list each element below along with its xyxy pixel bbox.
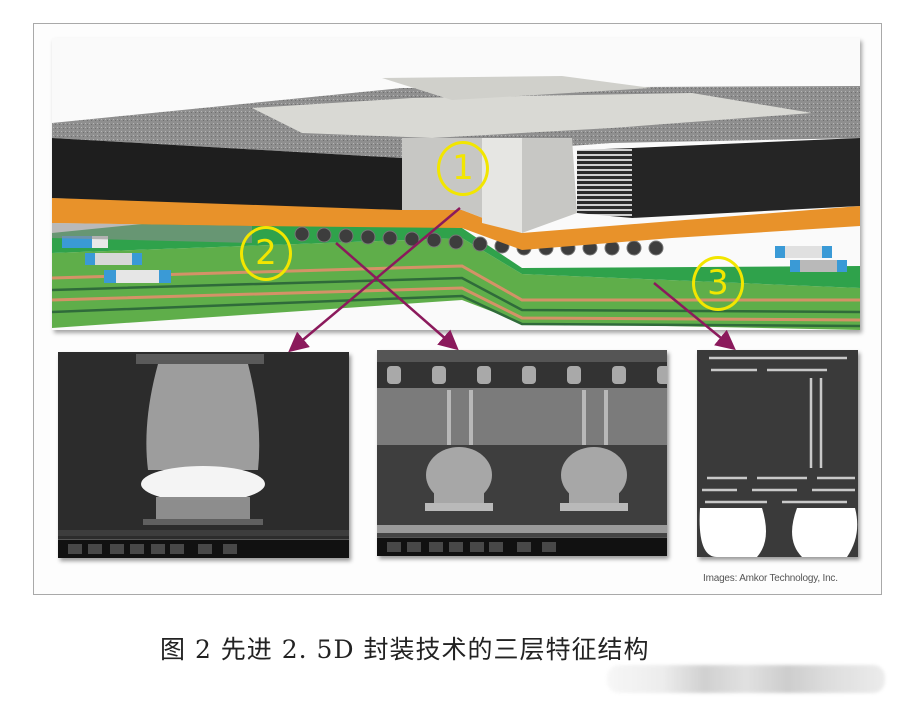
- arrow-3: [653, 282, 736, 351]
- figure-caption: 图 2 先进 2. 5D 封装技术的三层特征结构: [160, 635, 650, 664]
- sem-micrograph-1: [58, 352, 349, 558]
- sem-micrograph-2: [377, 350, 667, 556]
- marker-2: 2: [240, 226, 292, 281]
- package-3d-render: 1 2 3: [52, 38, 860, 330]
- sem-info-bar: [377, 537, 667, 556]
- blurred-watermark: [607, 665, 885, 693]
- microbump-cross-section: [58, 354, 349, 536]
- interposer-tsv-cross-section: [377, 350, 667, 533]
- sem-info-bar: [58, 539, 349, 558]
- image-credit: Images: Amkor Technology, Inc.: [703, 573, 838, 584]
- marker-3: 3: [692, 256, 744, 311]
- sem-micrograph-3: [697, 350, 858, 557]
- marker-1: 1: [437, 141, 489, 196]
- arrow-2: [335, 242, 459, 351]
- substrate-cross-section: [699, 356, 858, 557]
